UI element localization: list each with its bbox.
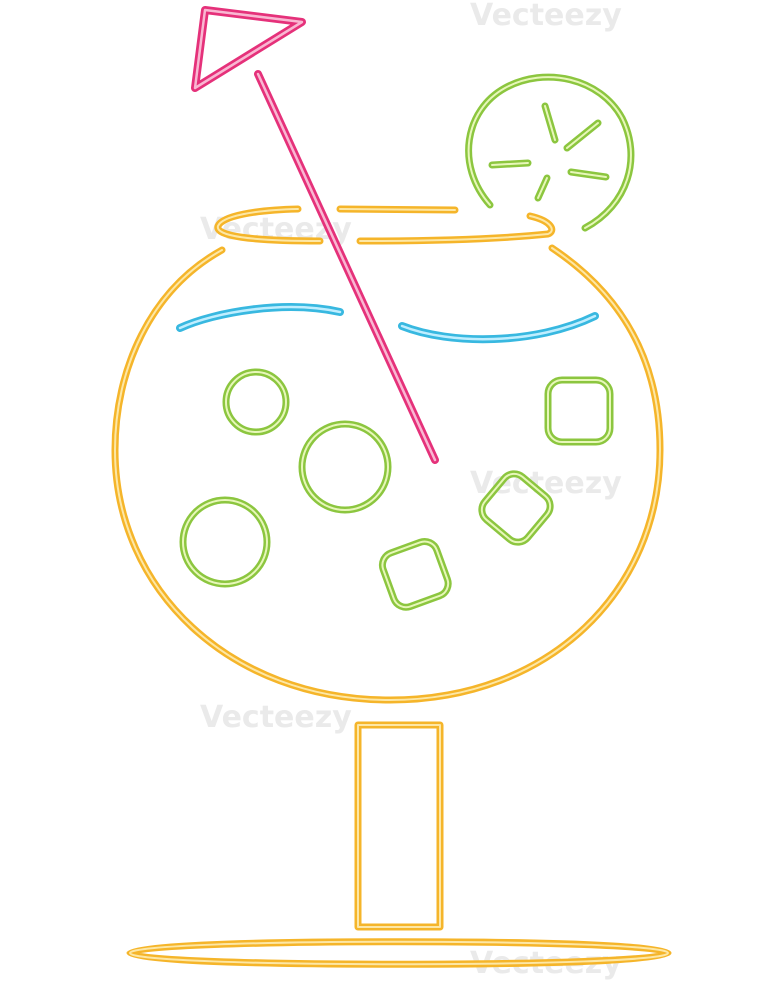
glass-stem — [354, 721, 444, 931]
watermark: Vecteezy — [470, 0, 622, 33]
liquid-wave — [176, 303, 599, 344]
bubbles-and-ice — [179, 368, 614, 611]
lime-slice-icon — [465, 73, 635, 232]
triangle-flag-icon — [191, 6, 306, 92]
ice-cube — [544, 376, 614, 446]
straw-icon — [191, 6, 439, 464]
ice-cube — [478, 470, 554, 546]
ice-cube — [378, 537, 452, 611]
watermark: Vecteezy — [200, 700, 352, 735]
glass-rim-right — [356, 212, 556, 245]
cocktail-glass-icon — [111, 205, 672, 968]
